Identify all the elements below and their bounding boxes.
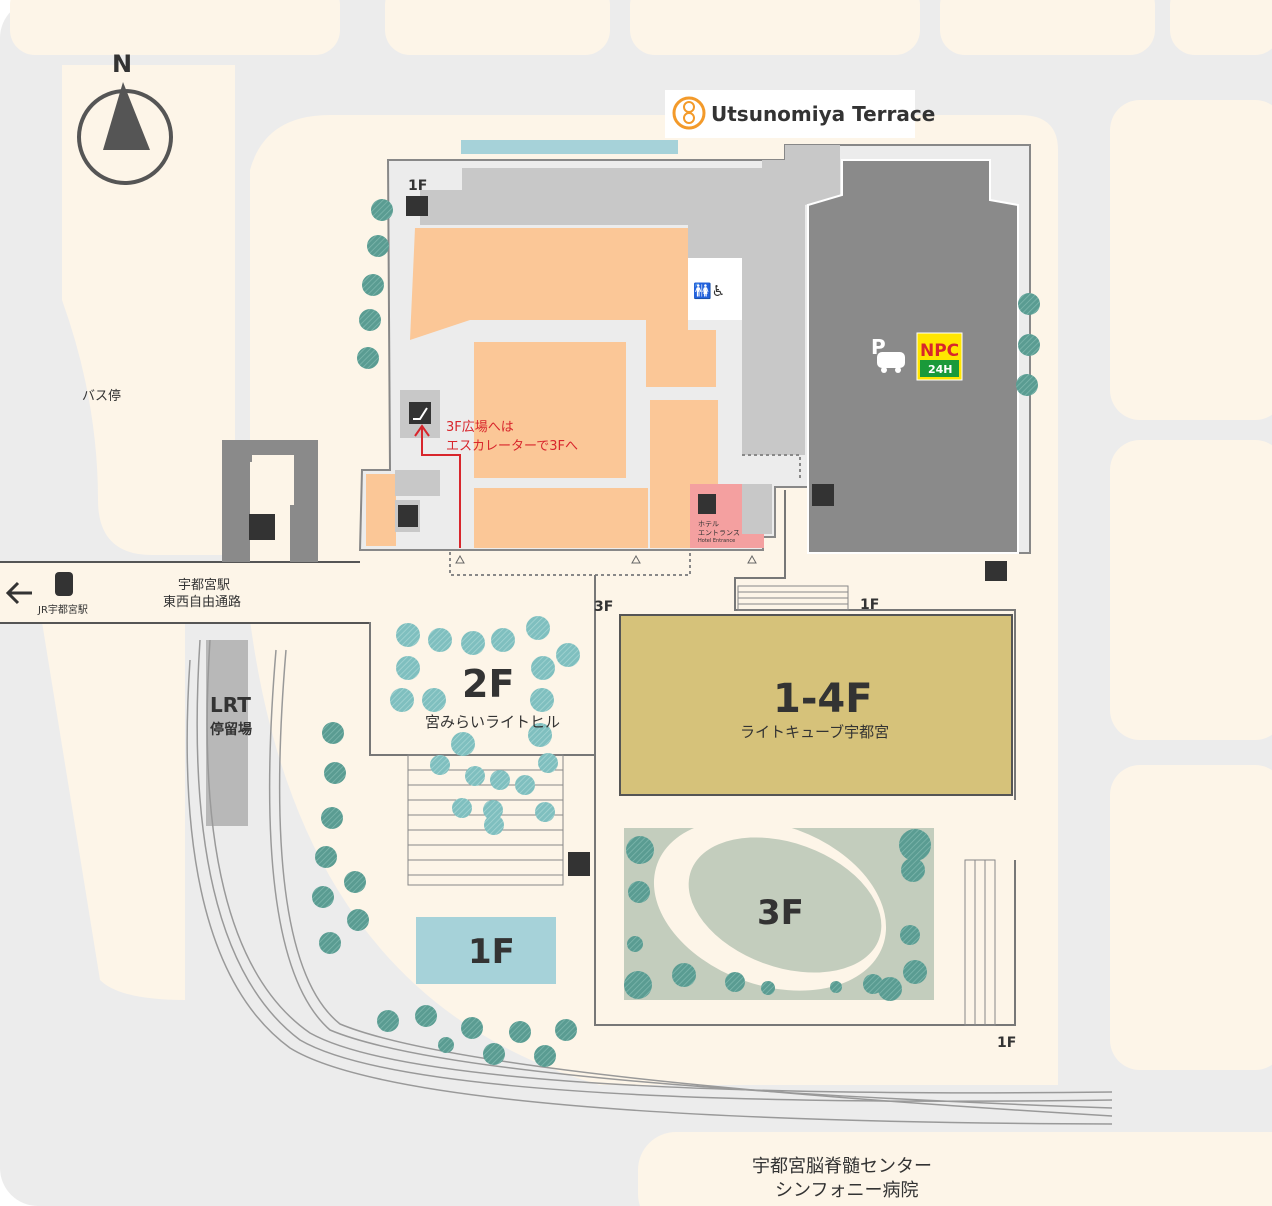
floor-1f-bottom: 1F bbox=[997, 1035, 1016, 1051]
hill-name-label: 宮みらいライトヒル bbox=[425, 713, 560, 731]
bicycle-icon bbox=[985, 561, 1007, 581]
brand-logo-icon bbox=[672, 96, 706, 130]
light-cube-building bbox=[619, 614, 1013, 796]
escalator-icon bbox=[409, 402, 431, 424]
hill-floor-label: 2F bbox=[462, 662, 514, 706]
park-floor-label: 3F bbox=[757, 893, 804, 933]
block bbox=[1110, 765, 1272, 1070]
hospital-block bbox=[638, 1132, 1272, 1206]
svg-text:🚻♿: 🚻♿ bbox=[693, 282, 725, 300]
shop bbox=[474, 488, 648, 548]
bus-strip-lower bbox=[42, 622, 185, 1000]
train-icon bbox=[55, 572, 73, 596]
brand-title: Utsunomiya Terrace bbox=[711, 102, 935, 126]
lrt-label: LRT bbox=[210, 693, 251, 717]
floor-3f-label: 3F bbox=[594, 599, 613, 615]
cube-floor-label: 1-4F bbox=[773, 676, 873, 722]
lrt-stop bbox=[206, 640, 248, 826]
block bbox=[940, 0, 1155, 55]
shop bbox=[366, 474, 396, 546]
hospital-line1: 宇都宮脳脊髄センター bbox=[752, 1156, 932, 1177]
hospital-line2: シンフォニー病院 bbox=[775, 1180, 918, 1201]
floor-1f-top: 1F bbox=[408, 178, 427, 194]
compass bbox=[77, 82, 173, 185]
hotel-label-1: ホテル bbox=[698, 520, 719, 528]
compass-label: N bbox=[112, 50, 132, 78]
parking-p-label: P bbox=[871, 335, 886, 359]
brand-plate bbox=[665, 90, 915, 138]
block bbox=[1110, 440, 1272, 740]
jr-station-label: JR宇都宮駅 bbox=[37, 603, 88, 616]
bus-strip bbox=[62, 65, 235, 555]
left-arrow-icon bbox=[5, 581, 32, 605]
trees-light bbox=[390, 616, 580, 835]
npc-24h-label: 24H bbox=[928, 363, 953, 376]
note-line2: エスカレーターで3Fへ bbox=[446, 439, 578, 454]
hotel-label-en: Hotel Entrance bbox=[698, 538, 735, 544]
bus-stop-label: バス停 bbox=[82, 388, 121, 404]
note-arrow bbox=[421, 428, 461, 548]
free-passage-line2: 東西自由通路 bbox=[163, 594, 241, 610]
parking-garage bbox=[807, 159, 1019, 554]
note-line1: 3F広場へは bbox=[446, 420, 514, 435]
toilet-area bbox=[688, 258, 742, 320]
npc-label: NPC bbox=[920, 341, 959, 361]
bicycle-icon bbox=[406, 196, 428, 216]
shop-area bbox=[410, 228, 716, 387]
cube-name-label: ライトキューブ宇都宮 bbox=[740, 723, 889, 741]
block bbox=[385, 0, 610, 55]
car-icon bbox=[877, 352, 905, 368]
free-passage-line1: 宇都宮駅 bbox=[178, 577, 230, 593]
block bbox=[1110, 100, 1272, 420]
floor-1f-stairs: 1F bbox=[860, 597, 879, 613]
shop bbox=[474, 342, 626, 478]
trees bbox=[312, 199, 1040, 1067]
hotel-label-2: エントランス bbox=[698, 529, 740, 537]
jr-passage bbox=[0, 562, 600, 624]
lrt-sub-label: 停留場 bbox=[210, 721, 252, 738]
stairs bbox=[407, 585, 996, 1026]
block bbox=[10, 0, 340, 55]
pond bbox=[416, 917, 556, 984]
block bbox=[1170, 0, 1272, 55]
block bbox=[630, 0, 920, 55]
pond-floor-label: 1F bbox=[468, 932, 515, 972]
